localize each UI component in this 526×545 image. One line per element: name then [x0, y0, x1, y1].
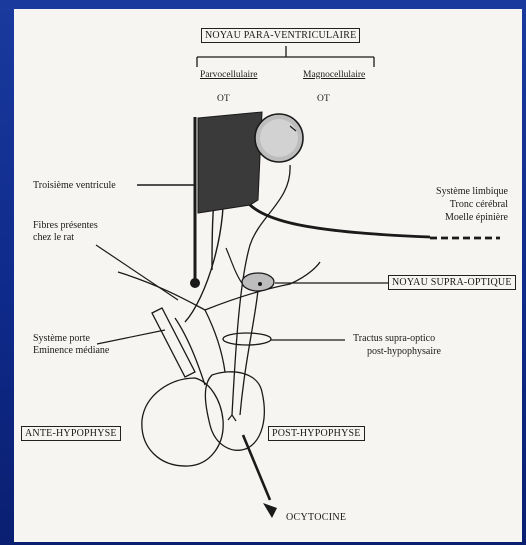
- parvocellular-nucleus: [198, 112, 262, 213]
- third-ventricle-ball: [190, 278, 200, 288]
- third-ventricle-label: Troisième ventricule: [33, 180, 116, 192]
- supraoptic-nucleus: [242, 273, 274, 291]
- fibres-pointer: [96, 245, 178, 300]
- portal-label-1: Système porte: [33, 333, 90, 345]
- post-hypophyse-shape: [205, 372, 264, 450]
- ante-hypophyse-box: ANTE-HYPOPHYSE: [21, 426, 121, 441]
- tract-label-2: post-hypophysaire: [367, 346, 441, 358]
- fibres-label-2: chez le rat: [33, 232, 74, 244]
- fibres-label-1: Fibres présentes: [33, 220, 98, 232]
- tract-label-1: Tractus supra-optico: [353, 333, 435, 345]
- title-box: NOYAU PARA-VENTRICULAIRE: [201, 28, 360, 43]
- portal-pointer: [97, 330, 165, 344]
- limbic-label-3: Moelle épinière: [400, 212, 508, 224]
- ocytocine-label: OCYTOCINE: [286, 512, 346, 524]
- ot-left-label: OT: [217, 93, 230, 105]
- limbic-label-2: Tronc cérébral: [400, 199, 508, 211]
- magnocellular-label: Magnocellulaire: [303, 69, 365, 81]
- post-hypophyse-box: POST-HYPOPHYSE: [268, 426, 365, 441]
- ot-right-label: OT: [317, 93, 330, 105]
- hypothalamus-floor: [118, 262, 320, 310]
- parvocellular-label: Parvocellulaire: [200, 69, 258, 81]
- ante-hypophyse-shape: [142, 378, 223, 466]
- supraoptic-box: NOYAU SUPRA-OPTIQUE: [388, 275, 516, 290]
- tract-ring: [223, 333, 271, 345]
- ocytocine-arrow-shaft: [243, 435, 270, 500]
- ocytocine-arrow-head: [263, 503, 277, 518]
- limbic-label-1: Système limbique: [400, 186, 508, 198]
- supraoptic-fibre: [240, 290, 258, 415]
- portal-label-2: Eminence médiane: [33, 345, 109, 357]
